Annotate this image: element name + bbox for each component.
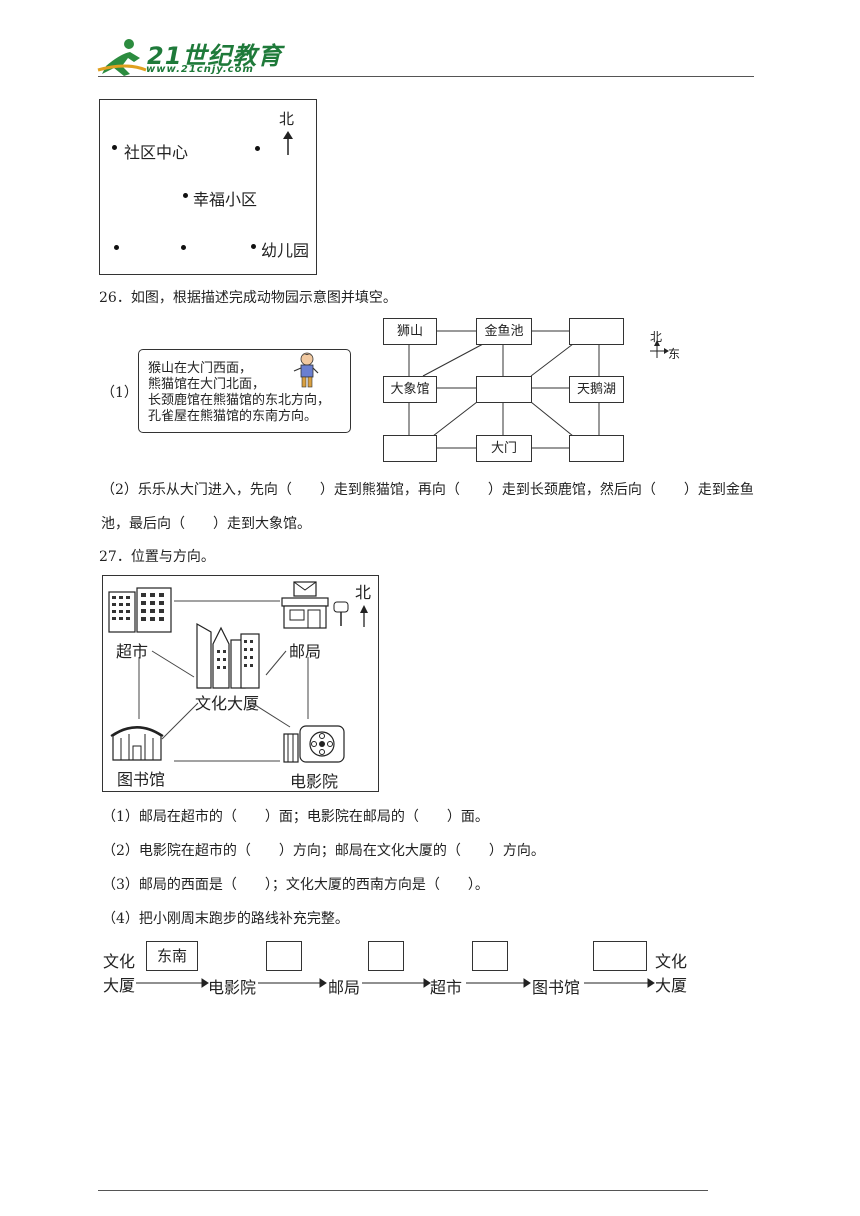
place-cinema-label: 电影院: [290, 772, 339, 791]
logo-text: 21世纪教育: [147, 42, 283, 70]
route-stop-cinema: 电影院: [208, 978, 257, 997]
route-stop-supermarket: 超市: [430, 978, 463, 997]
map1-kindergarten-label: 幼儿园: [261, 241, 310, 260]
map1-dot-community: [112, 145, 117, 150]
library-icon: [110, 726, 164, 761]
map1-community-label: 社区中心: [124, 143, 189, 162]
zoo-map-lines: [408, 330, 600, 449]
post-office-icon: [281, 581, 349, 629]
zoo-box-elephant: 大象馆: [383, 376, 437, 403]
boy-icon: [293, 352, 319, 388]
clue-line-2: 熊猫馆在大门北面，: [148, 377, 266, 392]
zoo-box-swan: 天鹅湖: [569, 376, 624, 403]
compass-icon: [650, 340, 669, 358]
map1-dot-happy: [183, 193, 188, 198]
zoo-box-blank-sw[interactable]: [383, 435, 437, 462]
compass-north-label: 北: [650, 330, 663, 344]
map1-north-label: 北: [279, 110, 295, 128]
zoo-box-goldfish: 金鱼池: [476, 318, 532, 345]
zoo-box-blank-se[interactable]: [569, 435, 624, 462]
map1-happy-label: 幸福小区: [193, 190, 258, 209]
route-end-line2: 大厦: [655, 976, 688, 995]
q27-map-lines: [138, 600, 309, 762]
q26-title: 26．如图，根据描述完成动物园示意图并填空。: [99, 290, 397, 306]
place-supermarket-label: 超市: [116, 642, 149, 661]
logo-runner-icon: [97, 39, 147, 76]
q27-question-4: （4）把小刚周末跑步的路线补充完整。: [102, 911, 349, 927]
map1-dot-s: [181, 245, 186, 250]
route-box-3[interactable]: [368, 941, 404, 971]
route-end-line1: 文化: [655, 952, 688, 971]
clue-line-3: 长颈鹿馆在熊猫馆的东北方向，: [148, 393, 331, 408]
cinema-icon: [283, 725, 345, 763]
clue-box: [138, 349, 351, 433]
header-divider: [98, 76, 754, 77]
logo-url: www.21cnjy.com: [146, 64, 254, 75]
footer-divider: [98, 1190, 708, 1191]
route-box-2[interactable]: [266, 941, 302, 971]
q27-north-arrow-icon: [360, 605, 368, 627]
clue-line-4: 孔雀屋在熊猫馆的东南方向。: [148, 409, 318, 424]
q27-question-1: （1）邮局在超市的（ ）面；电影院在邮局的（ ）面。: [102, 809, 489, 825]
place-library-label: 图书馆: [117, 770, 166, 789]
map1-dot-ne: [255, 146, 260, 151]
north-arrow-icon: [283, 131, 293, 155]
q27-title: 27．位置与方向。: [99, 549, 215, 565]
q27-question-3: （3）邮局的西面是（ ）；文化大厦的西南方向是（ ）。: [102, 877, 489, 893]
route-start-line2: 大厦: [103, 976, 136, 995]
route-box-5[interactable]: [593, 941, 647, 971]
q27-north-label: 北: [355, 583, 372, 602]
map1-dot-sw: [114, 245, 119, 250]
route-box-1: 东南: [146, 941, 198, 971]
place-culture-label: 文化大厦: [195, 694, 260, 713]
zoo-box-gate: 大门: [476, 435, 532, 462]
zoo-box-lion: 狮山: [383, 318, 437, 345]
supermarket-icon: [108, 587, 172, 633]
q26-part1-label: （1）: [101, 385, 138, 401]
q27-question-2: （2）电影院在超市的（ ）方向；邮局在文化大厦的（ ）方向。: [102, 843, 545, 859]
clue-line-1: 猴山在大门西面，: [148, 361, 253, 376]
route-stop-library: 图书馆: [532, 978, 581, 997]
compass-east-label: 东: [668, 347, 681, 361]
q26-part2-line2: 池，最后向（ ）走到大象馆。: [101, 516, 311, 532]
zoo-box-blank-center[interactable]: [476, 376, 532, 403]
zoo-box-blank-ne[interactable]: [569, 318, 624, 345]
map1-dot-kinder: [251, 244, 256, 249]
map1-frame: [99, 99, 317, 275]
route-start-line1: 文化: [103, 952, 136, 971]
culture-building-icon: [196, 622, 260, 689]
route-box-4[interactable]: [472, 941, 508, 971]
place-post-label: 邮局: [289, 642, 322, 661]
q26-part2-line1: （2）乐乐从大门进入，先向（ ）走到熊猫馆，再向（ ）走到长颈鹿馆，然后向（ ）…: [101, 482, 754, 498]
route-stop-post: 邮局: [328, 978, 361, 997]
route-arrows: [136, 978, 655, 988]
